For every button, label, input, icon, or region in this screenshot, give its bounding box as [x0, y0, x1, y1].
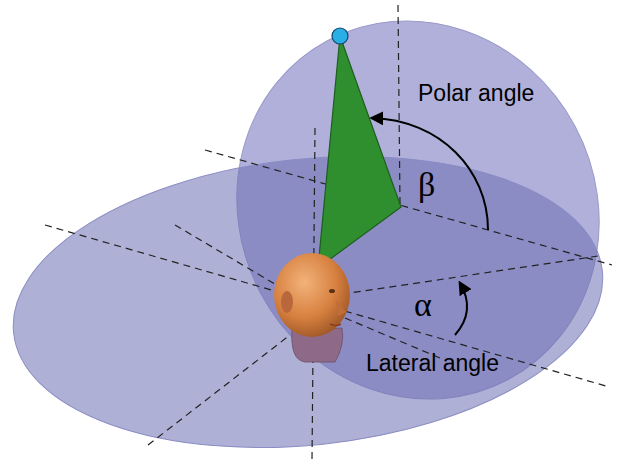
- dashed-axes: [45, 5, 612, 460]
- angle-label: Lateral angle: [366, 352, 499, 375]
- angle-symbol: β: [418, 168, 435, 202]
- polar-angle-arc: [372, 118, 488, 230]
- head: [274, 253, 350, 362]
- angle-label: Polar angle: [418, 82, 534, 105]
- horizontal-plane: [0, 129, 617, 463]
- angle-symbol: α: [414, 288, 432, 322]
- direction-triangle: [318, 36, 401, 268]
- lateral-angle-arc: [455, 283, 467, 335]
- sound-source: [332, 28, 348, 44]
